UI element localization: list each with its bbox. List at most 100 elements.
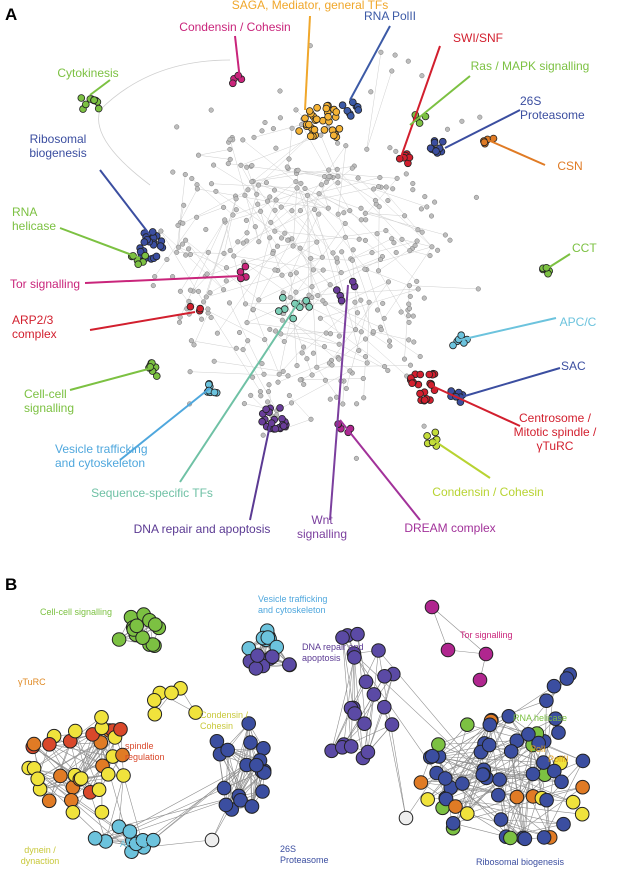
network-edge — [33, 734, 93, 769]
apcc-node — [146, 832, 161, 848]
network-node — [421, 423, 427, 429]
network-edge — [214, 361, 284, 372]
network-node — [314, 239, 320, 245]
network-node — [298, 180, 304, 186]
network-edge — [420, 777, 487, 783]
network-node — [250, 306, 256, 312]
cluster-label-line: dynaction — [21, 856, 60, 866]
network-edge — [490, 720, 526, 839]
cluster-label: Tor signalling — [460, 630, 513, 640]
network-node — [414, 238, 420, 244]
network-node — [407, 293, 413, 299]
network-node — [371, 186, 377, 192]
cluster-label-line: Ribosomal biogenesis — [476, 857, 565, 867]
network-node — [235, 239, 241, 245]
network-node — [265, 399, 271, 405]
network-edge — [79, 730, 114, 780]
cluster-label-line: Ras / MAPK signalling — [471, 59, 590, 73]
network-node — [282, 230, 288, 236]
network-edge — [365, 213, 405, 217]
network-node — [180, 220, 186, 226]
network-node — [241, 401, 247, 407]
network-node — [249, 179, 255, 185]
network-edge — [354, 302, 356, 330]
network-edge — [251, 181, 275, 191]
network-edge — [385, 230, 410, 251]
network-edge — [243, 261, 305, 306]
ribosome-node — [438, 791, 454, 807]
network-node — [375, 307, 381, 313]
dna-repair-node — [371, 643, 386, 658]
cluster-label-line: biogenesis — [29, 146, 86, 160]
network-node — [274, 243, 281, 249]
network-node — [245, 338, 251, 344]
cluster-label-line: and cytoskeleton — [258, 605, 326, 615]
cluster-label-line: CCT — [572, 241, 597, 255]
cellcell-node — [145, 637, 161, 652]
network-node — [459, 118, 465, 124]
network-node — [221, 250, 227, 256]
network-edge — [510, 773, 534, 838]
saga-node — [335, 125, 344, 133]
network-edge — [431, 606, 449, 651]
network-node — [293, 107, 299, 113]
network-edge — [190, 371, 289, 377]
dna-repair-node — [262, 405, 270, 414]
panel-b-nodes — [21, 599, 591, 860]
leader-line — [429, 384, 521, 427]
network-node — [310, 267, 316, 273]
network-node — [279, 317, 285, 323]
cluster-label-line: Tor signalling — [460, 630, 513, 640]
network-node — [227, 247, 233, 254]
network-node — [382, 363, 388, 370]
network-edge — [310, 258, 318, 368]
network-edge — [246, 322, 327, 334]
network-node — [263, 180, 269, 186]
dna-repair-node — [276, 404, 284, 412]
network-node — [375, 184, 382, 190]
network-node — [231, 253, 237, 259]
cluster-label-line: γTuRC — [537, 439, 574, 453]
network-node — [187, 251, 193, 258]
network-node — [183, 237, 189, 243]
network-edge — [197, 188, 268, 202]
tf-node — [302, 296, 311, 305]
cluster-label-line: dynein / — [24, 845, 56, 855]
network-node — [236, 329, 243, 336]
spindle-node — [94, 804, 110, 820]
network-node — [406, 301, 412, 307]
network-node — [406, 319, 412, 325]
spindle-node — [65, 805, 81, 820]
cluster-label-line: RNA — [12, 205, 37, 219]
network-node — [187, 287, 193, 293]
network-edge — [308, 288, 419, 296]
proteasome-node — [241, 716, 256, 731]
ribosome-node — [536, 755, 551, 770]
network-node — [362, 237, 368, 243]
arp23-node — [186, 302, 195, 311]
network-node — [417, 353, 423, 360]
network-node — [211, 162, 217, 168]
network-edge — [277, 241, 317, 271]
network-node — [288, 272, 294, 278]
ribosome-node — [521, 727, 536, 742]
network-node — [244, 320, 250, 326]
network-node — [277, 88, 283, 94]
network-node — [194, 186, 200, 192]
dna-repair-node — [347, 650, 362, 665]
network-node — [475, 286, 481, 292]
network-edge — [498, 794, 551, 838]
network-edge — [176, 174, 186, 253]
network-edge — [438, 756, 544, 763]
cellcell-node — [129, 618, 144, 634]
network-node — [188, 338, 194, 344]
dna-repair-node — [271, 424, 280, 433]
network-edge — [154, 217, 197, 277]
cluster-label: APC/C — [560, 315, 597, 329]
leader-line — [459, 317, 557, 341]
ribosome-node — [460, 806, 475, 821]
